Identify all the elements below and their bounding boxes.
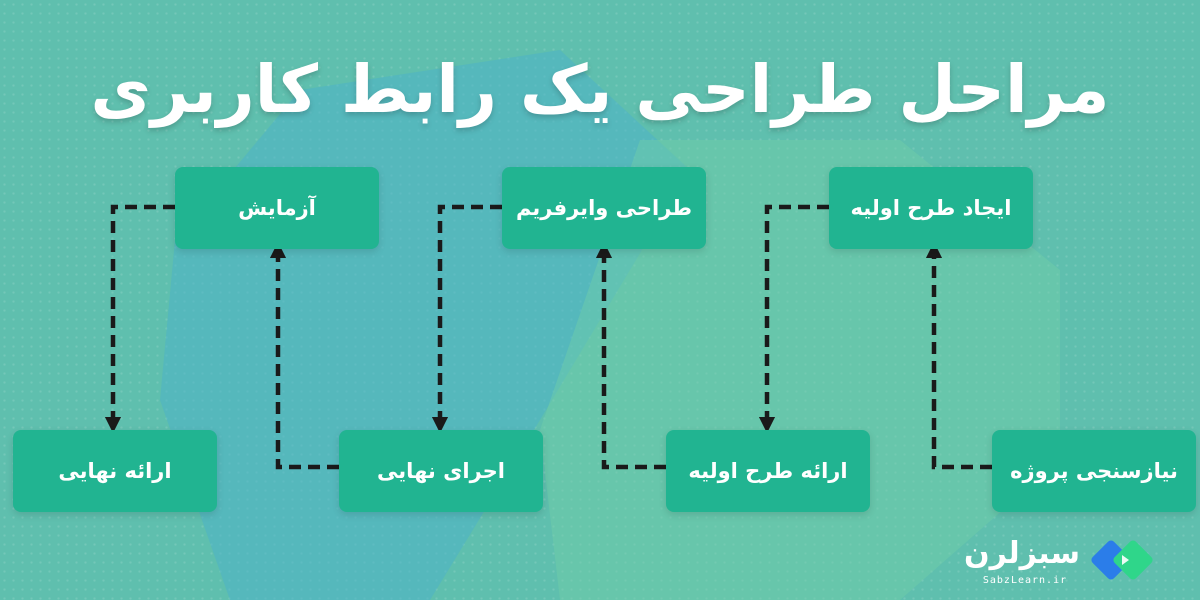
- step-final-implementation: اجرای نهایی: [339, 430, 543, 512]
- brand-url: SabzLearn.ir: [982, 575, 1068, 586]
- brand-block: سبزلرن SabzLearn.ir: [964, 535, 1195, 595]
- step-initial-design: ایجاد طرح اولیه: [829, 167, 1033, 249]
- sabzlearn-logo-icon: [1091, 540, 1153, 580]
- step-initial-presentation: ارائه طرح اولیه: [666, 430, 870, 512]
- connector-s6-s7: [104, 204, 175, 434]
- connector-s3-s4: [595, 241, 666, 470]
- connector-s4-s5: [431, 204, 502, 434]
- step-needs-assessment: نیازسنجی پروژه: [992, 430, 1196, 512]
- step-testing: آزمایش: [175, 167, 379, 249]
- step-final-presentation: ارائه نهایی: [13, 430, 217, 512]
- page-title: مراحل طراحی یک رابط کاربری: [90, 51, 1110, 128]
- step-wireframe-design: طراحی وایرفریم: [502, 167, 706, 249]
- connector-s5-s6: [269, 241, 339, 470]
- connector-s2-s3: [758, 204, 829, 434]
- brand-name: سبزلرن: [964, 536, 1080, 571]
- connector-s1-s2: [925, 241, 992, 470]
